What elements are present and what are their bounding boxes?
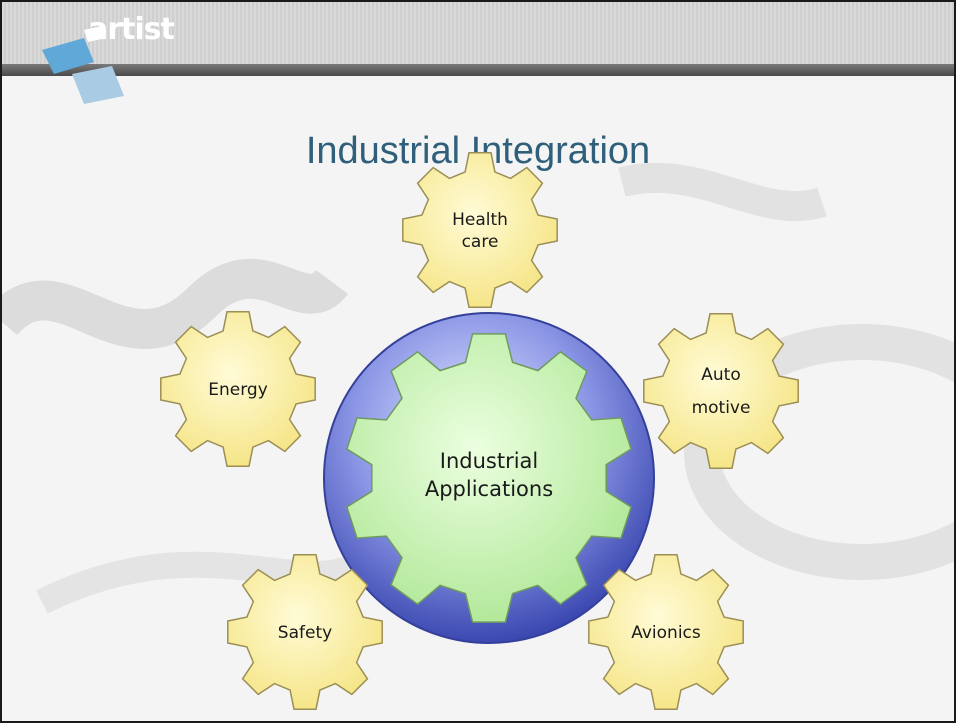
header-divider	[2, 64, 954, 76]
center-gear: Industrial Applications	[346, 333, 632, 623]
gear-avionics: Avionics	[588, 554, 744, 710]
gear-avionics-label: Avionics	[631, 623, 701, 643]
gear-energy: Energy	[160, 311, 316, 467]
gear-health-label-line-1: Health	[452, 210, 508, 230]
gear-energy-label: Energy	[208, 380, 268, 400]
center-label-line-1: Industrial	[440, 449, 539, 473]
center-label-line-2: Applications	[425, 477, 553, 501]
logo-shape	[42, 26, 124, 104]
header-bar	[2, 2, 954, 64]
gear-safety-label: Safety	[278, 623, 332, 643]
gear-safety: Safety	[227, 554, 383, 710]
gear-automotive-label-line-2: motive	[692, 398, 751, 418]
gear-automotive: Auto motive	[643, 313, 799, 469]
logo-text: artist	[88, 12, 175, 47]
gear-health-care: Health care	[402, 152, 558, 308]
gear-automotive-label-line-1: Auto	[701, 365, 740, 385]
gear-health-label-line-2: care	[462, 232, 499, 252]
